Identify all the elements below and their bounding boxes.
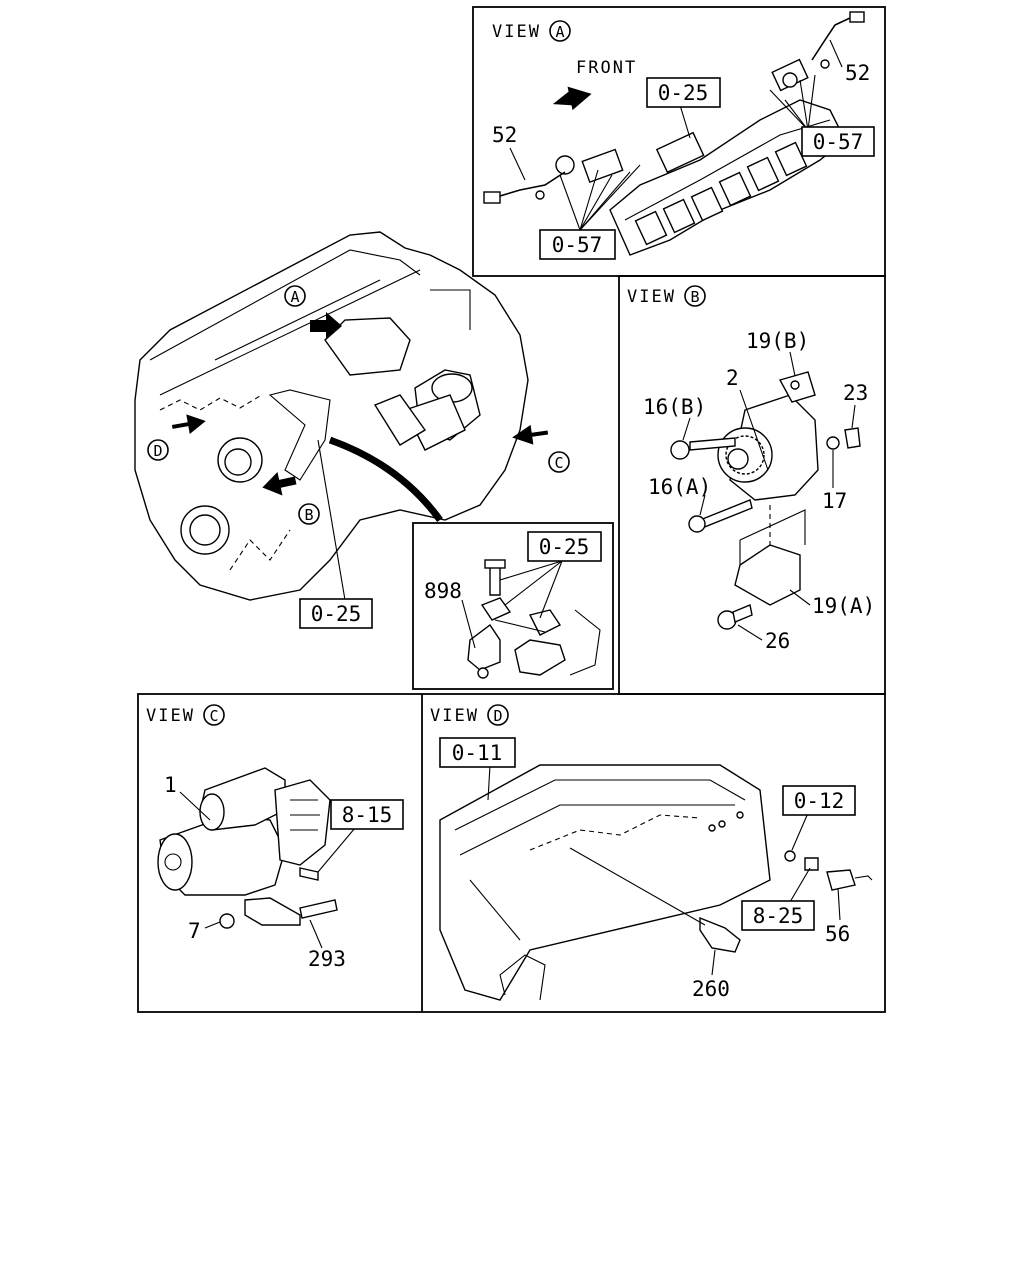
part-26: 26 xyxy=(765,629,790,653)
view-c-circle-letter: C xyxy=(209,707,218,725)
view-d-circle-letter: D xyxy=(493,707,502,725)
cylinder-block-drawing xyxy=(439,764,873,1001)
part-898: 898 xyxy=(424,579,462,603)
view-d-panel: VIEW D 0-11 xyxy=(430,704,873,1001)
view-circle-a xyxy=(284,285,306,307)
part-16b: 16(B) xyxy=(643,395,706,419)
ref-0-25-main: 0-25 xyxy=(311,602,362,626)
ref-box-0-11 xyxy=(439,737,516,768)
view-circle-b-letter: B xyxy=(304,506,313,524)
view-a-panel: VIEW A FRONT xyxy=(483,11,875,260)
ref-box-8-15 xyxy=(330,799,404,830)
part-56: 56 xyxy=(825,922,850,946)
view-a-title: VIEW xyxy=(492,22,541,42)
detail-leaders xyxy=(461,560,563,649)
arrow-b-icon xyxy=(262,472,297,496)
view-b-leaders xyxy=(682,351,856,641)
view-circle-d-letter: D xyxy=(153,442,162,460)
ref-box-0-25-main xyxy=(299,598,373,629)
view-d-title: VIEW xyxy=(430,706,479,726)
ref-8-25: 8-25 xyxy=(753,904,804,928)
arrow-d-icon xyxy=(171,414,206,435)
part-293: 293 xyxy=(308,947,346,971)
view-b-panel: VIEW B xyxy=(627,285,875,653)
view-a-circle-letter: A xyxy=(555,23,564,41)
ref-0-57-left: 0-57 xyxy=(552,233,603,257)
ref-0-25-detail: 0-25 xyxy=(539,535,590,559)
detail-inset: 0-25 898 xyxy=(424,531,602,679)
ref-box-0-25-detail xyxy=(527,531,602,562)
panel-frames xyxy=(137,6,886,1013)
view-circle-c xyxy=(548,451,570,473)
front-label: FRONT xyxy=(576,58,637,78)
ref-0-12: 0-12 xyxy=(794,789,845,813)
part-7: 7 xyxy=(188,919,201,943)
part-52-left: 52 xyxy=(492,123,517,147)
ref-box-0-25-view-a xyxy=(646,77,721,108)
part-19b: 19(B) xyxy=(746,329,809,353)
view-d-leaders xyxy=(487,764,841,976)
ref-0-11: 0-11 xyxy=(452,741,503,765)
ref-box-0-57-right xyxy=(801,126,875,157)
part-19a: 19(A) xyxy=(812,594,875,618)
view-a-circle xyxy=(549,20,571,42)
ref-box-8-25 xyxy=(741,900,815,931)
part-260: 260 xyxy=(692,977,730,1001)
view-c-circle xyxy=(203,704,225,726)
part-2: 2 xyxy=(726,366,739,390)
engine-block-drawing xyxy=(134,231,529,601)
part-23: 23 xyxy=(843,381,868,405)
ref-box-0-12 xyxy=(782,785,856,816)
view-circle-a-letter: A xyxy=(290,288,299,306)
front-arrow-icon xyxy=(552,86,592,111)
ref-0-25-view-a: 0-25 xyxy=(658,81,709,105)
starter-motor-drawing xyxy=(157,767,338,929)
main-ref-leader xyxy=(317,439,346,601)
view-c-title: VIEW xyxy=(146,706,195,726)
part-52-right: 52 xyxy=(845,61,870,85)
view-a-leaders xyxy=(509,39,843,231)
intake-manifold-drawing xyxy=(483,11,865,256)
ref-8-15: 8-15 xyxy=(342,803,393,827)
view-circle-b xyxy=(298,503,320,525)
arrow-c-icon xyxy=(512,424,549,445)
view-b-circle xyxy=(684,285,706,307)
view-d-circle xyxy=(487,704,509,726)
view-c-panel: VIEW C 8-15 1 7 293 xyxy=(146,704,404,971)
part-16a: 16(A) xyxy=(648,475,711,499)
part-1: 1 xyxy=(164,773,177,797)
ref-0-57-right: 0-57 xyxy=(813,130,864,154)
view-circle-c-letter: C xyxy=(554,454,563,472)
view-b-circle-letter: B xyxy=(690,288,699,306)
view-b-title: VIEW xyxy=(627,287,676,307)
main-engine-view: A B C D 0-25 xyxy=(134,231,570,629)
view-circle-d xyxy=(147,439,169,461)
view-c-leaders xyxy=(179,791,356,949)
ref-box-0-57-left xyxy=(539,229,616,260)
arrow-a-icon xyxy=(310,312,342,340)
detail-callout-arrow xyxy=(328,436,443,523)
bracket-drawing xyxy=(467,559,601,679)
part-17: 17 xyxy=(822,489,847,513)
